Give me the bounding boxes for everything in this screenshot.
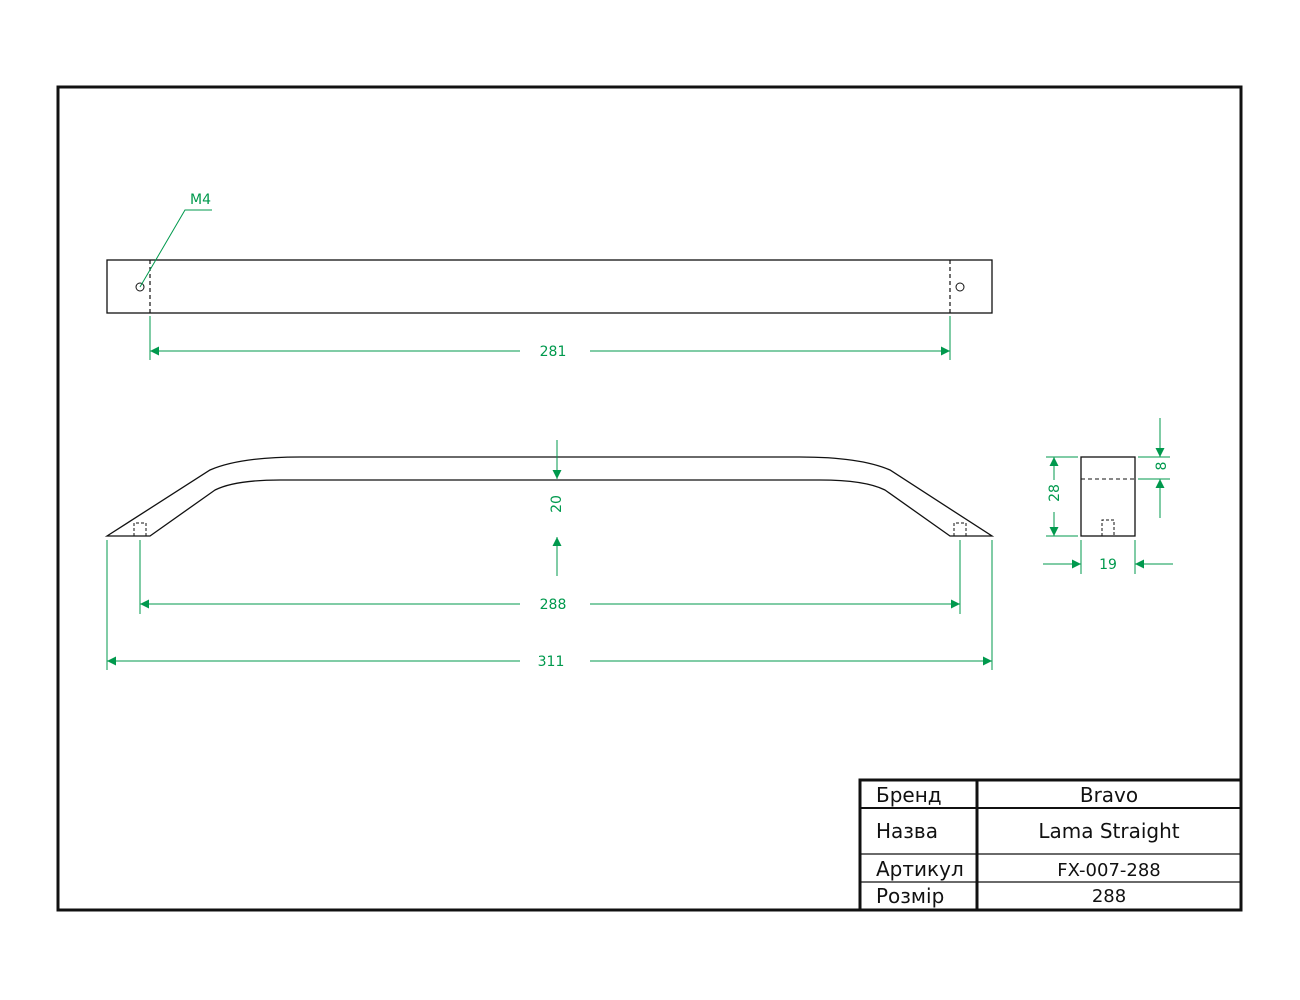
title-block-label-article: Артикул [876,857,964,881]
top-view-body [106,259,993,314]
hole-leader-line [139,209,212,288]
dimension-label-20: 20 [549,495,565,513]
side-view [1080,456,1136,537]
dimension-label-28: 28 [1047,484,1063,502]
dimension-label-281: 281 [540,344,567,360]
title-block-value-article: FX-007-288 [1057,860,1161,881]
dimension-311 [106,540,993,670]
hole-right [955,282,965,292]
dimension-281 [149,316,951,360]
title-block-label-brand: Бренд [876,783,942,807]
hole-callout: M4 [139,192,212,288]
dimension-label-19: 19 [1099,557,1117,573]
side-thread-hidden [1101,519,1115,536]
dimension-label-311: 311 [538,654,565,670]
top-view [106,259,993,314]
handle-outline [104,456,995,537]
thread-hidden-right [953,522,967,536]
title-block-value-size: 288 [1092,886,1126,907]
title-block-label-name: Назва [876,819,938,843]
title-block-value-name: Lama Straight [1038,819,1179,843]
side-view-body [1080,456,1136,537]
dimension-label-8: 8 [1154,462,1170,471]
title-block: Бренд Bravo Назва Lama Straight Артикул … [858,778,1243,912]
dimension-19 [1043,540,1173,574]
dimension-28 [1046,456,1078,537]
front-view [104,456,995,537]
title-block-frame [858,778,1243,912]
title-block-value-brand: Bravo [1080,783,1138,807]
thread-hidden-left [133,522,147,536]
dimension-label-288: 288 [540,597,567,613]
hole-label: M4 [190,192,211,208]
dimension-288 [139,540,961,614]
drawing-frame [56,85,1243,912]
title-block-label-size: Розмір [876,884,944,908]
hole-left [135,282,145,292]
dimension-8 [1138,418,1170,518]
